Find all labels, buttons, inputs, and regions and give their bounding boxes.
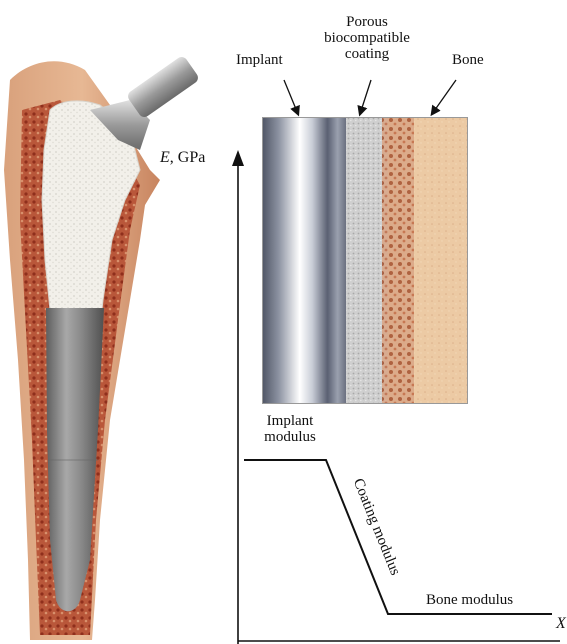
modulus-profile-curve [244, 460, 552, 614]
x-axis-variable: X [556, 615, 566, 632]
y-axis-arrowhead [232, 150, 244, 166]
y-axis-variable: E [160, 149, 170, 166]
implant-modulus-label-line-2: modulus [250, 429, 330, 445]
y-axis-label: E, GPa [160, 150, 205, 166]
implant-pointer-arrow [284, 80, 298, 114]
y-axis-unit: , GPa [170, 149, 206, 166]
x-axis-label: X [556, 616, 566, 632]
implant-modulus-label-line-1: Implant [250, 413, 330, 429]
coating-pointer-arrow [360, 80, 371, 114]
implant-modulus-label: Implant modulus [250, 413, 330, 445]
bone-modulus-label: Bone modulus [426, 592, 513, 608]
bone-pointer-arrow [432, 80, 456, 114]
